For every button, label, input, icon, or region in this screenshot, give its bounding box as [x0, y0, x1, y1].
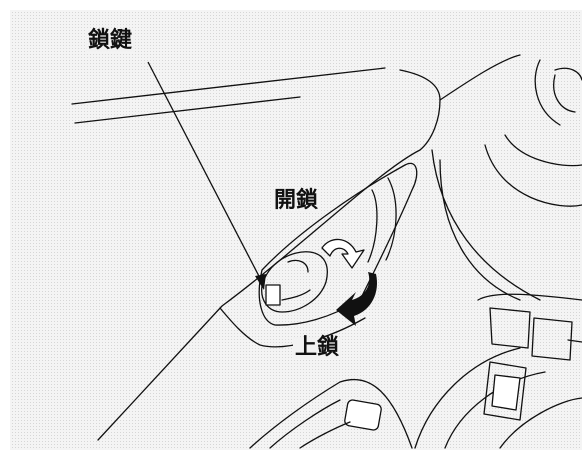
- leader-arrowhead: [255, 274, 266, 290]
- halftone-background: [10, 10, 582, 450]
- unlock-arrow: [321, 238, 365, 269]
- inner-door-curve: [431, 54, 541, 301]
- label-lock-key: 鎖鍵: [86, 28, 135, 53]
- console-outline: [484, 59, 582, 207]
- window-switch-cluster: [477, 293, 582, 421]
- lock-knob: [261, 251, 328, 313]
- label-unlock: 開鎖: [272, 188, 321, 213]
- leader-line: [147, 61, 263, 283]
- switch-panel: [249, 378, 413, 449]
- door-trim-line: [71, 67, 386, 124]
- door-panel-outline: [97, 69, 441, 441]
- label-lock: 上鎖: [293, 335, 342, 360]
- handle-recess: [258, 162, 418, 326]
- lock-arrow: [336, 272, 378, 326]
